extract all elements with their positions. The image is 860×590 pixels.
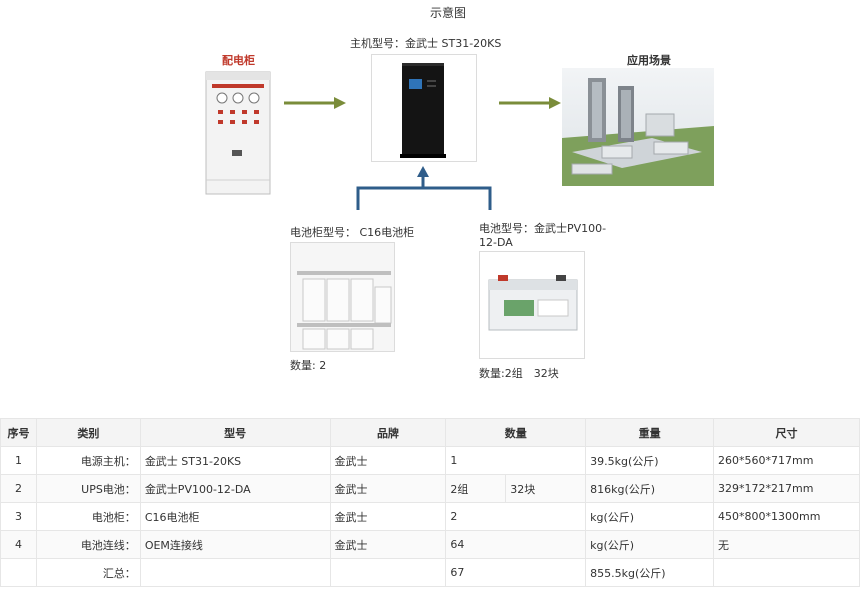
battery-image — [479, 251, 585, 359]
cell-category: 电源主机： — [35, 446, 141, 475]
arrow-right-icon — [284, 96, 346, 110]
header-size: 尺寸 — [713, 418, 860, 447]
table-header-row: 序号 类别 型号 品牌 数量 重量 尺寸 — [0, 418, 860, 447]
cell-model: 金武士PV100-12-DA — [139, 474, 331, 503]
cell-category: UPS电池： — [35, 474, 141, 503]
cell-index: 4 — [0, 530, 37, 559]
cell-weight-total: 855.5kg(公斤) — [585, 558, 715, 587]
cell-model: OEM连接线 — [139, 530, 331, 559]
header-weight: 重量 — [585, 418, 715, 447]
cell-index: 2 — [0, 474, 37, 503]
header-model: 型号 — [139, 418, 331, 447]
table-row: 3 电池柜： C16电池柜 金武士 2 kg(公斤) 450*800*1300m… — [0, 502, 860, 531]
cell-size: 无 — [713, 530, 860, 559]
cell-brand: 金武士 — [329, 530, 447, 559]
scene-label: 应用场景 — [627, 54, 671, 67]
ups-host-image — [371, 54, 477, 162]
header-brand: 品牌 — [329, 418, 447, 447]
cell-brand — [329, 558, 447, 587]
header-category: 类别 — [35, 418, 141, 447]
header-quantity: 数量 — [445, 418, 587, 447]
battery-feed-connector — [356, 164, 492, 212]
cell-index: 3 — [0, 502, 37, 531]
cell-qty-pieces: 32块 — [505, 474, 587, 503]
cell-qty: 64 — [445, 530, 587, 559]
diagram-title: 示意图 — [430, 6, 467, 20]
cell-index: 1 — [0, 446, 37, 475]
cell-model: C16电池柜 — [139, 502, 331, 531]
battery-qty: 数量:2组 32块 — [479, 367, 559, 380]
cell-brand: 金武士 — [329, 502, 447, 531]
arrow-right-icon — [499, 96, 561, 110]
cell-brand: 金武士 — [329, 474, 447, 503]
table-row: 1 电源主机： 金武士 ST31-20KS 金武士 1 39.5kg(公斤) 2… — [0, 446, 860, 475]
cell-size: 450*800*1300mm — [713, 502, 860, 531]
battery-cabinet-image — [290, 242, 395, 352]
cell-weight: kg(公斤) — [585, 502, 715, 531]
battery-cabinet-model-label: 电池柜型号： C16电池柜 — [290, 226, 415, 239]
cell-weight: kg(公斤) — [585, 530, 715, 559]
cell-brand: 金武士 — [329, 446, 447, 475]
distribution-cabinet-image — [204, 70, 272, 196]
battery-model-line2: 12-DA — [479, 236, 513, 249]
table-row-summary: 汇总： 67 855.5kg(公斤) — [0, 558, 860, 587]
host-model-label: 主机型号：金武士 ST31-20KS — [350, 37, 502, 50]
battery-cabinet-qty: 数量: 2 — [290, 359, 327, 372]
cell-qty: 1 — [445, 446, 587, 475]
cell-size — [713, 558, 860, 587]
cell-model — [139, 558, 331, 587]
cell-index — [0, 558, 37, 587]
battery-model-line1: 电池型号：金武士PV100- — [479, 222, 607, 235]
cell-category: 汇总： — [35, 558, 141, 587]
header-index: 序号 — [0, 418, 37, 447]
cell-qty-groups: 2组 — [445, 474, 507, 503]
cell-size: 329*172*217mm — [713, 474, 860, 503]
spec-table: 序号 类别 型号 品牌 数量 重量 尺寸 1 电源主机： 金武士 ST31-20… — [0, 418, 860, 587]
table-row: 4 电池连线： OEM连接线 金武士 64 kg(公斤) 无 — [0, 530, 860, 559]
cell-weight: 816kg(公斤) — [585, 474, 715, 503]
application-scene-image — [562, 68, 714, 186]
cell-qty: 2 — [445, 502, 587, 531]
cell-weight: 39.5kg(公斤) — [585, 446, 715, 475]
cell-category: 电池柜： — [35, 502, 141, 531]
cell-category: 电池连线： — [35, 530, 141, 559]
table-row: 2 UPS电池： 金武士PV100-12-DA 金武士 2组 32块 816kg… — [0, 474, 860, 503]
cabinet-label: 配电柜 — [222, 54, 255, 67]
cell-size: 260*560*717mm — [713, 446, 860, 475]
cell-qty-total: 67 — [445, 558, 587, 587]
cell-model: 金武士 ST31-20KS — [139, 446, 331, 475]
